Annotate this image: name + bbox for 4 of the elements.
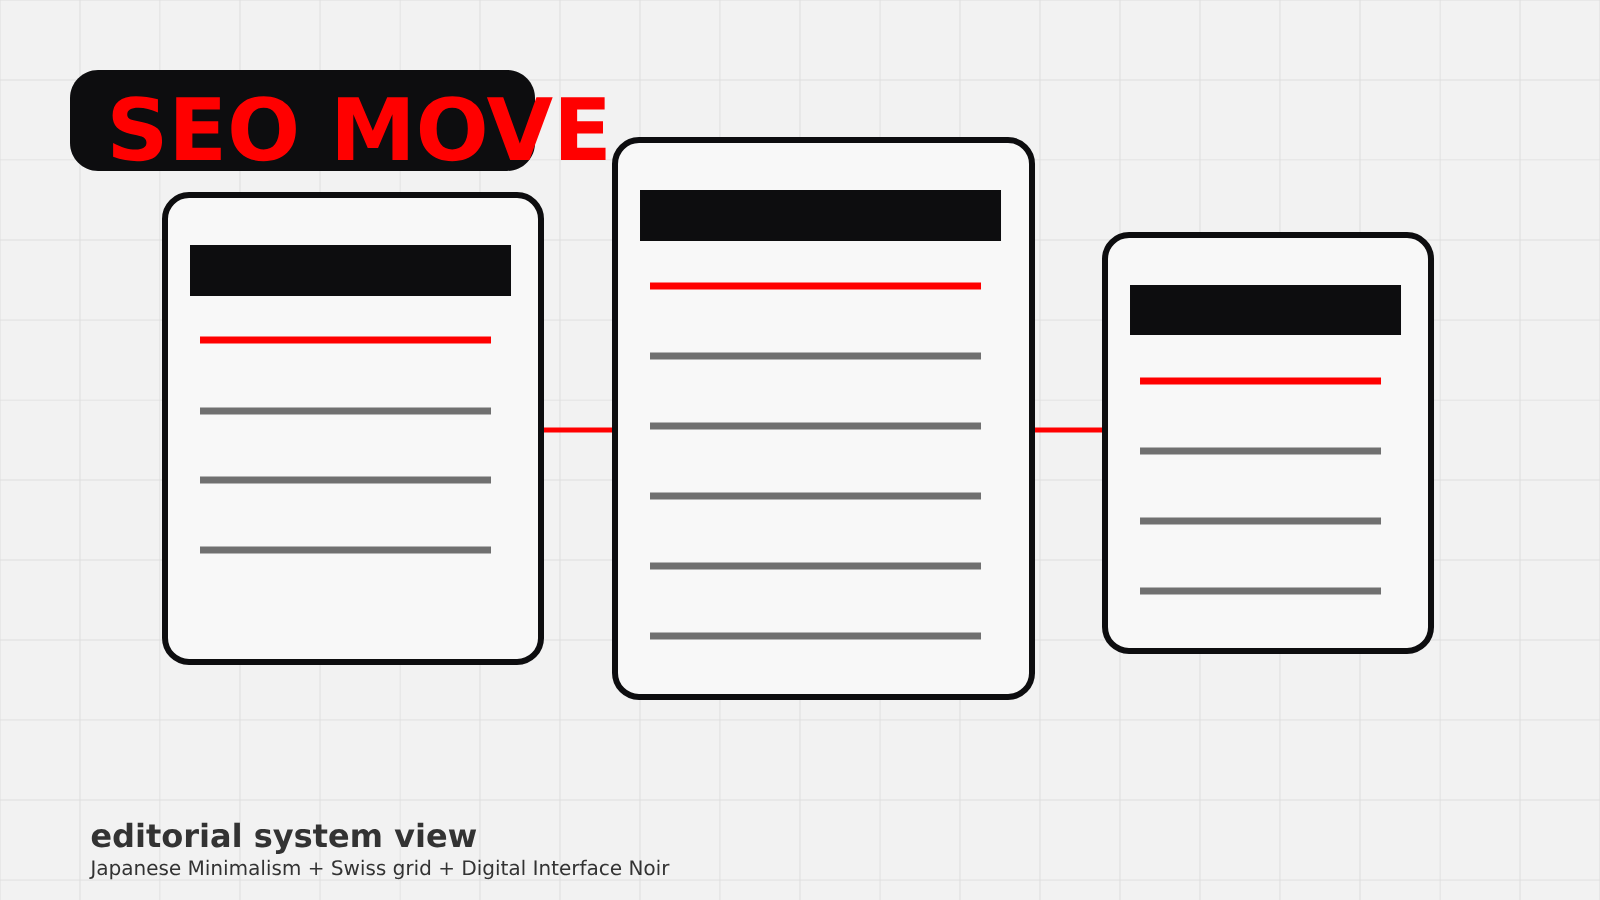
subtitle: Japanese Minimalism + Swiss grid + Digital Interface Noir: [89, 859, 670, 880]
connector-line: [1035, 427, 1102, 433]
caption: editorial system view: [91, 822, 477, 854]
connector-line: [544, 427, 612, 433]
